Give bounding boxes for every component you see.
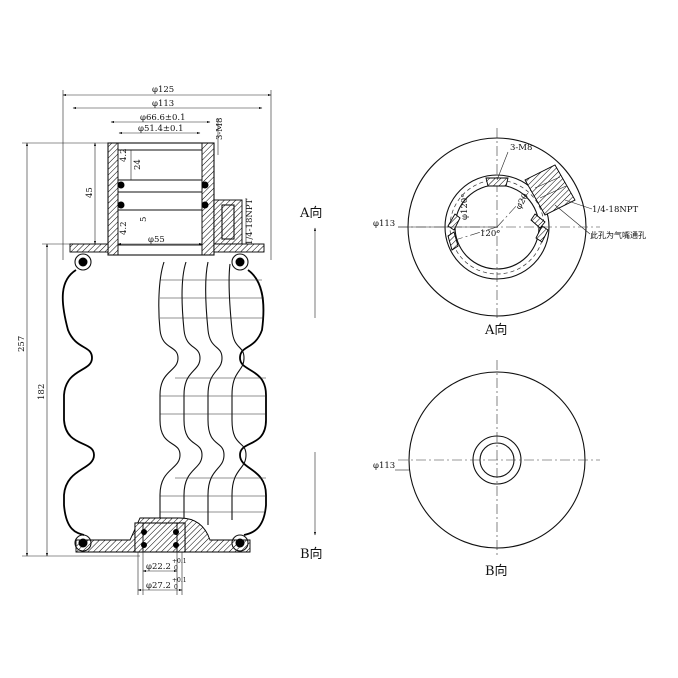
view-a-d120: φ120° [460,194,470,220]
view-b: φ113 B向 [373,360,600,579]
dim-d22-tol-lo: 0 [174,565,178,572]
view-b-d113: φ113 [373,461,395,471]
dim-d27-tol-lo: 0 [174,584,178,591]
dim-m8: 3-M8 [215,118,225,140]
dim-d22-tol-up: +0.1 [172,558,187,565]
dim-d27-tol-up: +0.1 [172,577,187,584]
dim-d125: φ125 [152,85,174,95]
view-a: φ113 3-M8 φ120° 120° φ20 1/4-18NPT 此孔为气嘴… [373,128,646,338]
view-a-title: A向 [484,322,507,338]
dim-45: 45 [85,187,95,198]
view-a-angle: 120° [480,229,500,239]
view-a-hole-note: 此孔为气嘴通孔 [590,230,646,240]
dim-npt: 1/4-18NPT [245,198,255,245]
view-a-arrow-label: A向 [299,205,322,221]
view-b-title: B向 [485,563,508,579]
dim-5: 5 [139,217,149,222]
dim-4-2a: 4.2 [119,148,129,162]
view-b-arrow-label: B向 [300,546,323,562]
view-a-d20: φ20 [514,192,531,212]
dim-h182: 182 [37,384,47,400]
view-a-m8: 3-M8 [510,143,532,153]
dim-24: 24 [133,159,143,170]
dim-d27: φ27.2 [146,581,171,591]
dim-d51: φ51.4±0.1 [138,124,184,134]
dim-4-2b: 4.2 [119,221,129,235]
dim-h257: 257 [17,336,27,352]
view-a-d113: φ113 [373,219,395,229]
dim-d66: φ66.6±0.1 [140,113,186,123]
section-view: φ125 φ113 φ66.6±0.1 φ51.4±0.1 3-M8 257 1… [17,85,323,595]
dim-d55: φ55 [148,235,165,245]
dim-d22: φ22.2 [146,562,171,572]
view-a-npt: 1/4-18NPT [592,205,639,215]
dim-d113: φ113 [152,99,174,109]
bellows-plies [158,261,266,530]
